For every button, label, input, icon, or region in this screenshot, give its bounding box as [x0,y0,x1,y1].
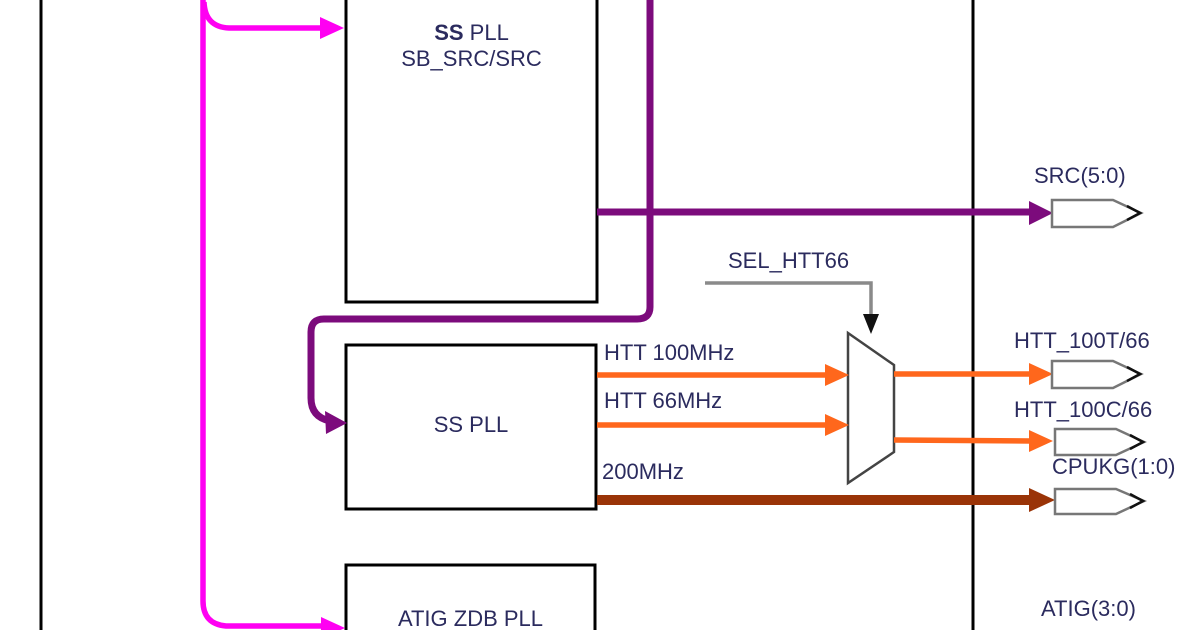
brown-arrowhead-cpukg [1029,488,1055,512]
ss-pll-sbsrc-block [344,0,599,304]
htt100t-output-label: HTT_100T/66 [1014,328,1150,353]
atig-zdb-pll-block-caption: ATIG ZDB PLL [397,606,544,630]
ss-bold-text: SS [434,20,464,45]
cpukg-connector-tip-chevron-icon [1129,492,1146,510]
src-connector-tip-chevron-icon [1126,204,1143,222]
cpukg-output-label: CPUKG(1:0) [1052,454,1176,479]
cpukg-output-connector [1053,487,1148,516]
orange-arrowhead-htt100t [1029,363,1053,385]
src-output-connector [1050,198,1144,229]
ss-pll-block-caption: SS PLL [433,412,509,437]
htt-66mhz-label: HTT 66MHz [604,388,723,413]
htt-100mhz-label: HTT 100MHz [604,340,735,365]
htt100t-output-connector [1050,359,1144,390]
magenta-arrowhead-bottom [321,617,345,630]
purple-feedback-wire [307,0,654,425]
src-output-label: SRC(5:0) [1034,163,1126,188]
ss-pll-sbsrc-subtitle: SB_SRC/SRC [401,45,542,71]
magenta-refclk-top-branch-wire [201,1,320,31]
orange-arrowhead-mux-in1 [825,364,849,386]
200mhz-label: 200MHz [602,459,684,484]
sel-htt66-label: SEL_HTT66 [728,248,850,273]
magenta-arrowhead-top [320,17,344,39]
sel-htt66-wire [705,281,873,319]
htt-clock-mux [846,330,896,486]
purple-arrowhead-src [1029,201,1053,225]
htt100c-connector-tip-chevron-icon [1129,433,1146,451]
ss-pll-sbsrc-block-caption: SS PLL SB_SRC/SRC [346,20,597,72]
magenta-refclk-trunk-wire [200,0,321,629]
htt100c-output-label: HTT_100C/66 [1014,397,1153,422]
htt100c-output-connector [1053,427,1147,457]
orange-htt100c-out-wire [893,437,1032,444]
ss-pll-block [344,343,598,511]
htt100t-connector-tip-chevron-icon [1126,365,1143,383]
atig-zdb-pll-block [344,563,597,630]
atig-output-label: ATIG(3:0) [1041,596,1136,621]
orange-arrowhead-htt100c [1029,430,1053,452]
purple-arrowhead-into-sspll [325,411,347,434]
select-arrowhead [863,314,879,334]
orange-arrowhead-mux-in2 [825,414,849,436]
pll-text: PLL [463,20,509,45]
ss-pll-sbsrc-title: SS PLL [346,20,597,46]
